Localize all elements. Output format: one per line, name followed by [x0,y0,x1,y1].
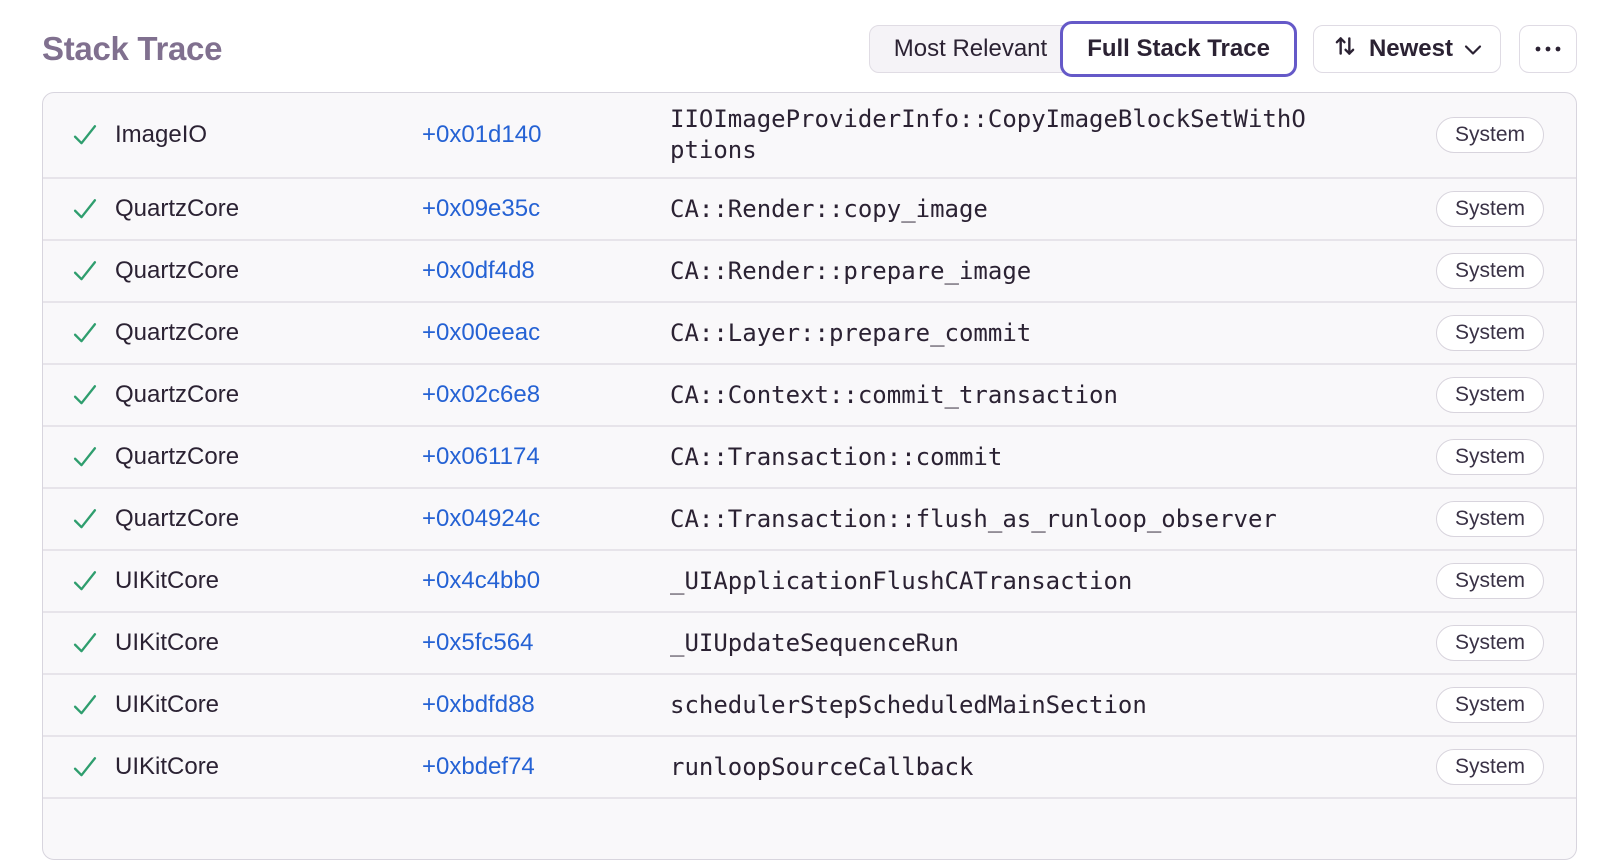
stack-frame-row[interactable]: QuartzCore +0x09e35c CA::Render::copy_im… [43,177,1576,239]
function-name: IIOImageProviderInfo::CopyImageBlockSetW… [670,105,1306,165]
function-name: _UIApplicationFlushCATransaction [670,566,1133,595]
check-icon [71,257,115,285]
frame-offset-link[interactable]: +0xbdfd88 [422,691,535,719]
check-icon [71,121,115,149]
module-name: QuartzCore [115,443,240,471]
stack-frame-row[interactable]: QuartzCore +0x0df4d8 CA::Render::prepare… [43,239,1576,301]
module-name: UIKitCore [115,691,220,719]
stack-frame-row[interactable]: QuartzCore +0x04924c CA::Transaction::fl… [43,487,1576,549]
module-name: QuartzCore [115,257,240,285]
toggle-most-relevant-label: Most Relevant [893,35,1048,62]
system-badge: System [1435,563,1544,600]
stack-frame-row[interactable]: QuartzCore +0x02c6e8 CA::Context::commit… [43,363,1576,425]
stack-frame-row[interactable]: UIKitCore +0xbdef74 runloopSourceCallbac… [43,735,1576,797]
frame-offset-link[interactable]: +0x02c6e8 [422,381,541,409]
module-name: QuartzCore [115,505,240,533]
sort-newest-label: Newest [1368,35,1453,62]
function-name: CA::Layer::prepare_commit [670,318,1032,347]
stack-trace-header: Stack Trace Most Relevant Full Stack Tra… [0,0,1614,92]
more-options-button[interactable] [1519,25,1577,73]
frame-offset-link[interactable]: +0x01d140 [422,121,542,149]
sort-newest-button[interactable]: Newest [1312,25,1501,73]
toggle-full-stack-trace-button[interactable]: Full Stack Trace [1060,21,1297,77]
stack-trace-panel: ImageIO +0x01d140 IIOImageProviderInfo::… [42,92,1577,860]
function-name: schedulerStepScheduledMainSection [670,690,1147,719]
badge-cell: System [1435,315,1544,352]
function-name: CA::Transaction::flush_as_runloop_observ… [670,504,1277,533]
module-name: QuartzCore [115,319,240,347]
toggle-full-stack-trace-label: Full Stack Trace [1087,35,1270,62]
system-badge: System [1435,749,1544,786]
check-icon [71,629,115,657]
function-name: CA::Render::copy_image [670,194,988,223]
stack-frame-row[interactable]: UIKitCore +0xbdfd88 schedulerStepSchedul… [43,673,1576,735]
check-icon [71,443,115,471]
stack-frame-row[interactable]: QuartzCore +0x061174 CA::Transaction::co… [43,425,1576,487]
function-name: CA::Context::commit_transaction [670,380,1118,409]
check-icon [71,567,115,595]
function-name: _UIUpdateSequenceRun [670,628,959,657]
badge-cell: System [1435,687,1544,724]
stack-frame-row[interactable]: QuartzCore +0x00eeac CA::Layer::prepare_… [43,301,1576,363]
next-row-partial [43,797,1576,857]
stack-frame-row[interactable]: UIKitCore +0x5fc564 _UIUpdateSequenceRun… [43,611,1576,673]
frame-offset-link[interactable]: +0x061174 [422,443,540,471]
toggle-most-relevant-button[interactable]: Most Relevant [868,25,1077,73]
frame-offset-link[interactable]: +0x09e35c [422,195,541,223]
badge-cell: System [1435,501,1544,538]
system-badge: System [1435,439,1544,476]
badge-cell: System [1435,563,1544,600]
function-name: runloopSourceCallback [670,752,974,781]
stack-frame-row[interactable]: UIKitCore +0x4c4bb0 _UIApplicationFlushC… [43,549,1576,611]
check-icon [71,195,115,223]
system-badge: System [1435,687,1544,724]
frame-offset-link[interactable]: +0x5fc564 [422,629,534,657]
system-badge: System [1435,117,1544,154]
page-title: Stack Trace [42,30,223,67]
function-name: CA::Transaction::commit [670,442,1003,471]
frame-offset-link[interactable]: +0xbdef74 [422,753,535,781]
module-name: ImageIO [115,121,208,149]
ellipsis-icon [1533,42,1563,57]
badge-cell: System [1435,625,1544,662]
system-badge: System [1435,253,1544,290]
module-name: QuartzCore [115,195,240,223]
badge-cell: System [1435,253,1544,290]
module-name: QuartzCore [115,381,240,409]
system-badge: System [1435,501,1544,538]
badge-cell: System [1435,191,1544,228]
system-badge: System [1435,377,1544,414]
stack-frame-row[interactable]: ImageIO +0x01d140 IIOImageProviderInfo::… [43,93,1576,177]
system-badge: System [1435,315,1544,352]
system-badge: System [1435,625,1544,662]
stack-trace-list: ImageIO +0x01d140 IIOImageProviderInfo::… [43,93,1576,797]
frame-offset-link[interactable]: +0x4c4bb0 [422,567,541,595]
badge-cell: System [1435,749,1544,786]
check-icon [71,319,115,347]
module-name: UIKitCore [115,753,220,781]
module-name: UIKitCore [115,567,220,595]
chevron-down-icon [1464,35,1482,63]
badge-cell: System [1435,377,1544,414]
check-icon [71,505,115,533]
check-icon [71,753,115,781]
frame-offset-link[interactable]: +0x00eeac [422,319,541,347]
badge-cell: System [1435,117,1544,154]
system-badge: System [1435,191,1544,228]
function-name: CA::Render::prepare_image [670,256,1032,285]
frame-offset-link[interactable]: +0x04924c [422,505,541,533]
frame-offset-link[interactable]: +0x0df4d8 [422,257,535,285]
sort-arrows-icon [1332,33,1358,66]
badge-cell: System [1435,439,1544,476]
check-icon [71,381,115,409]
module-name: UIKitCore [115,629,220,657]
check-icon [71,691,115,719]
toolbar: Most Relevant Full Stack Trace Newest [868,21,1577,77]
